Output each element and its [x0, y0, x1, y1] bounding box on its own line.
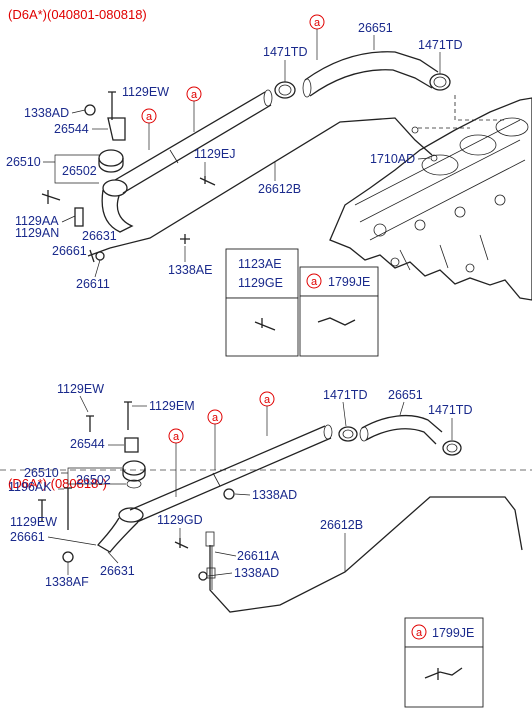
label-1129AN: 1129AN [15, 226, 59, 240]
bracket-26544 [107, 117, 126, 141]
label-1129GE: 1129GE [238, 276, 283, 290]
label-lower-26631: 26631 [100, 564, 135, 578]
svg-text:a: a [191, 89, 198, 101]
label-lower-26544: 26544 [70, 437, 105, 451]
label-lower-1471TD-left: 1471TD [323, 388, 367, 402]
label-lower-26611A: 26611A [237, 549, 280, 563]
lower-filler-elbow [96, 507, 144, 553]
inset-clip-box-upper: a 1799JE [299, 266, 379, 357]
hose-clamp-1471TD-right [429, 73, 451, 91]
lower-hose-26651 [359, 414, 443, 445]
label-lower-1129EW-a: 1129EW [57, 382, 104, 396]
lower-bracket-26544 [124, 437, 139, 453]
label-1799JE-lower: 1799JE [432, 626, 474, 640]
filler-elbow-26631 [101, 179, 134, 233]
label-26651: 26651 [358, 21, 393, 35]
inset-bolt-icon [254, 318, 276, 331]
label-1471TD-left: 1471TD [263, 45, 307, 59]
lower-clamp-1471TD-right [442, 440, 462, 456]
lower-filler-cap [122, 460, 146, 489]
ref-mark-a-3: a [141, 108, 157, 124]
oil-filler-tube [114, 89, 273, 194]
label-26611: 26611 [76, 277, 110, 291]
bolt-1129EJ [199, 176, 216, 186]
svg-text:a: a [416, 627, 423, 639]
bolt-1129AA [41, 190, 61, 204]
upper-hose-26651 [302, 51, 439, 98]
lower-bolt-1129GD [174, 538, 189, 549]
label-1129AA: 1129AA [15, 214, 59, 228]
lower-section-header: (D6A*) (080818-) [8, 476, 107, 491]
label-lower-26661: 26661 [10, 530, 45, 544]
label-lower-1338AD-a: 1338AD [252, 488, 297, 502]
bracket-1129AN [74, 207, 84, 227]
ref-mark-a-1: a [309, 14, 325, 30]
label-1338AE: 1338AE [168, 263, 212, 277]
ref-mark-a-5: a [207, 409, 223, 425]
nut-1338AD [84, 104, 96, 116]
label-lower-1338AF: 1338AF [45, 575, 89, 589]
svg-text:a: a [212, 412, 219, 424]
label-lower-1129EM: 1129EM [149, 399, 195, 413]
engine-block-illustration [329, 97, 532, 301]
nut-1338AE [180, 234, 190, 244]
label-26661: 26661 [52, 244, 87, 258]
label-26510: 26510 [6, 155, 41, 169]
svg-text:a: a [311, 276, 318, 288]
hose-clamp-1471TD-left [274, 81, 296, 99]
lower-nut-1338AD-b [198, 571, 208, 581]
label-26612B: 26612B [258, 182, 301, 196]
label-1129EJ: 1129EJ [194, 147, 235, 161]
ref-mark-a-2: a [186, 86, 202, 102]
svg-text:a: a [314, 17, 321, 29]
svg-text:a: a [146, 111, 153, 123]
lower-bolt-1129EW [86, 415, 94, 432]
label-lower-26612B: 26612B [320, 518, 363, 532]
label-lower-1129GD: 1129GD [157, 513, 203, 527]
ref-mark-a-6: a [168, 428, 184, 444]
upper-section-header: (D6A*)(040801-080818) [8, 7, 147, 22]
label-26502: 26502 [62, 164, 97, 178]
inset-bolt-box: 1123AE 1129GE [225, 248, 299, 357]
label-lower-1196AK: 1196AK [8, 480, 52, 494]
label-26631: 26631 [82, 229, 117, 243]
inset-clip-icon-lower [424, 667, 463, 680]
lower-nut-1338AF [62, 551, 74, 563]
lower-clamp-1471TD-left [338, 426, 358, 442]
label-1123AE: 1123AE [238, 257, 282, 271]
label-lower-1129EW-b: 1129EW [10, 515, 57, 529]
label-1338AD: 1338AD [24, 106, 69, 120]
lower-filler-tube [129, 424, 333, 523]
label-lower-26510: 26510 [24, 466, 59, 480]
connector-dash-1 [454, 95, 505, 121]
label-lower-1338AD-b: 1338AD [234, 566, 279, 580]
inset-clip-icon [317, 317, 356, 326]
label-lower-1471TD-right: 1471TD [428, 403, 472, 417]
label-1710AD: 1710AD [370, 152, 415, 166]
lower-bolt-1129EM [124, 401, 132, 430]
lower-bolt-1129EW-b [38, 499, 46, 522]
svg-text:a: a [173, 431, 180, 443]
bolt-1129EW [108, 91, 116, 120]
lower-bolt-1196AK [64, 487, 72, 530]
filler-cap-26510 [98, 149, 124, 173]
label-1799JE-upper: 1799JE [328, 275, 370, 289]
label-1471TD-right: 1471TD [418, 38, 462, 52]
dipstick-tube-26612B [109, 117, 438, 249]
oring-26611 [95, 251, 105, 261]
inset-clip-box-lower: a 1799JE [404, 617, 484, 708]
label-lower-26502: 26502 [76, 473, 111, 487]
label-lower-26651: 26651 [388, 388, 423, 402]
svg-text:a: a [264, 394, 271, 406]
label-1129EW: 1129EW [122, 85, 169, 99]
label-26544: 26544 [54, 122, 89, 136]
lower-nut-1338AD-a [223, 488, 235, 500]
ref-mark-a-4: a [259, 391, 275, 407]
